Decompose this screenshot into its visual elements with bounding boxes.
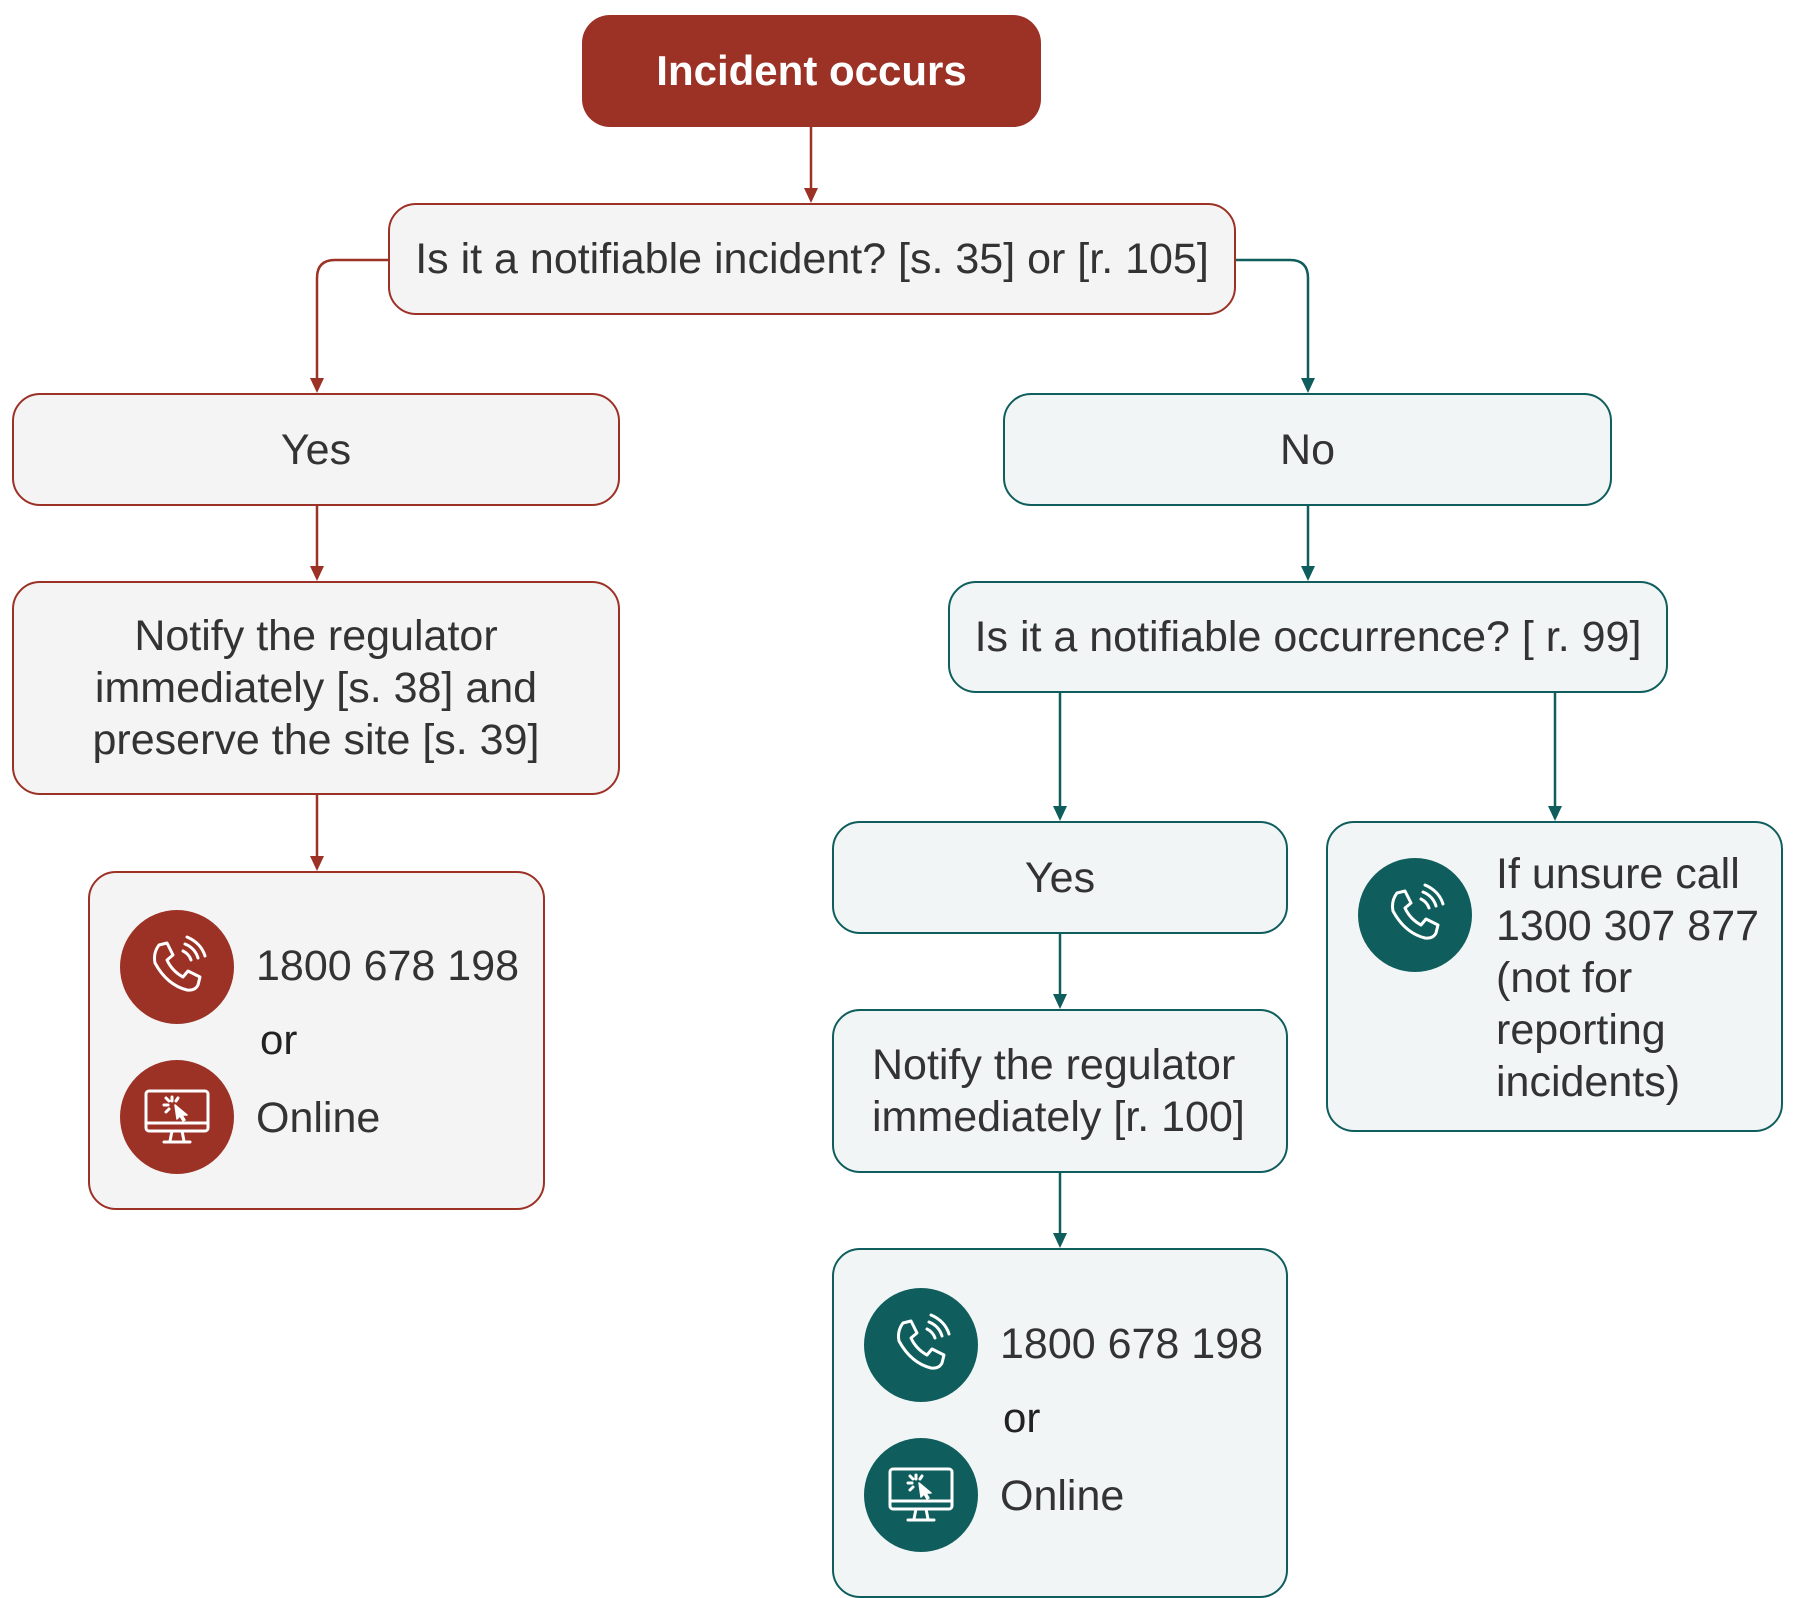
left-phone-number: 1800 678 198 xyxy=(256,942,520,990)
question-incident-label: Is it a notifiable incident? [s. 35] or … xyxy=(415,235,1209,283)
right-yes-label: Yes xyxy=(1024,853,1096,902)
start-node: Incident occurs xyxy=(582,15,1041,127)
start-label: Incident occurs xyxy=(656,47,967,94)
right-online-label: Online xyxy=(1000,1472,1125,1520)
left-yes-node: Yes xyxy=(12,393,620,506)
unsure-line-4: reporting xyxy=(1496,1006,1666,1054)
computer-online-icon xyxy=(864,1438,978,1552)
computer-online-icon xyxy=(120,1060,234,1174)
left-or-label: or xyxy=(260,1016,298,1063)
left-notify-node: Notify the regulator immediately [s. 38]… xyxy=(12,581,620,795)
right-phone-number: 1800 678 198 xyxy=(1000,1320,1264,1368)
left-yes-label: Yes xyxy=(280,425,352,474)
arrowheads xyxy=(310,188,1562,1248)
arrow-question-to-no xyxy=(1236,258,1310,380)
unsure-line-5: incidents) xyxy=(1496,1058,1681,1106)
arrow-question-to-yes xyxy=(315,258,388,380)
question-notifiable-incident: Is it a notifiable incident? [s. 35] or … xyxy=(388,203,1236,315)
left-notify-line-1: Notify the regulator xyxy=(134,612,498,660)
unsure-text: If unsure call 1300 307 877 (not for rep… xyxy=(1496,848,1759,1108)
question-notifiable-occurrence: Is it a notifiable occurrence? [ r. 99] xyxy=(948,581,1668,693)
right-or-label: or xyxy=(1003,1394,1041,1441)
phone-icon xyxy=(120,910,234,1024)
unsure-line-1: If unsure call xyxy=(1496,850,1740,898)
unsure-line-3: (not for xyxy=(1496,954,1633,1002)
left-notify-line-3: preserve the site [s. 39] xyxy=(92,716,540,764)
right-yes-node: Yes xyxy=(832,821,1288,934)
left-online-label: Online xyxy=(256,1094,381,1142)
unsure-line-2: 1300 307 877 xyxy=(1496,902,1760,950)
phone-icon xyxy=(1358,858,1472,972)
question-occurrence-label: Is it a notifiable occurrence? [ r. 99] xyxy=(974,613,1642,661)
right-notify-node: Notify the regulator immediately [r. 100… xyxy=(832,1009,1288,1173)
left-notify-line-2: immediately [s. 38] and xyxy=(94,664,538,712)
phone-icon xyxy=(864,1288,978,1402)
right-notify-line-2: immediately [r. 100] xyxy=(872,1093,1245,1141)
right-notify-line-1: Notify the regulator xyxy=(872,1041,1236,1089)
right-no-node: No xyxy=(1003,393,1612,506)
right-no-label: No xyxy=(1280,425,1335,474)
